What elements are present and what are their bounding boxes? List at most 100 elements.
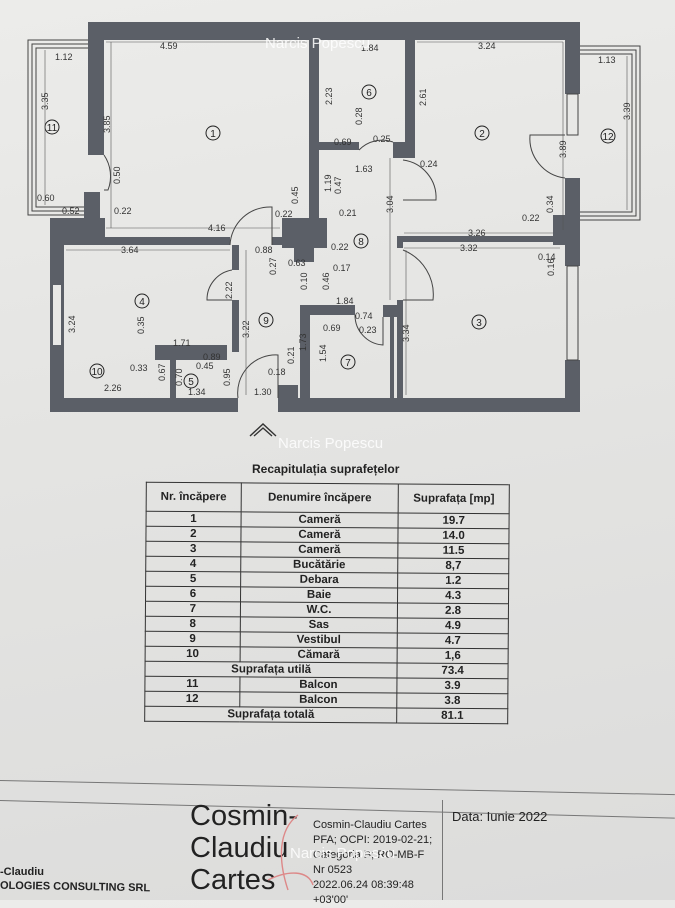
dimension-label: 0.52 xyxy=(62,206,80,216)
table-title: Recapitulația suprafețelor xyxy=(252,462,400,476)
dimension-label: 0.22 xyxy=(275,209,293,219)
dimension-label: 0.22 xyxy=(522,213,540,223)
dimension-label: 1.71 xyxy=(173,338,191,348)
svg-text:2: 2 xyxy=(479,129,485,140)
dimension-label: 0.50 xyxy=(112,166,122,184)
dimension-label: 0.34 xyxy=(545,195,555,213)
svg-text:10: 10 xyxy=(91,367,103,378)
svg-text:6: 6 xyxy=(366,88,372,99)
dimension-label: 0.27 xyxy=(268,257,278,275)
dimension-labels: 4.59 1.12 3.35 3.85 0.50 0.60 0.52 0.22 … xyxy=(37,41,632,397)
dimension-label: 0.16 xyxy=(546,258,556,276)
dimension-label: 0.95 xyxy=(222,368,232,386)
room-1-label: 1 xyxy=(205,125,221,141)
watermark: Narcis Popescu xyxy=(265,35,370,52)
room-10-label: 10 xyxy=(89,363,105,379)
document-date: Data: Iunie 2022 xyxy=(452,809,548,824)
dimension-label: 1.34 xyxy=(188,387,206,397)
svg-text:12: 12 xyxy=(602,132,614,143)
dimension-label: 0.88 xyxy=(255,245,273,255)
dimension-label: 1.30 xyxy=(254,387,272,397)
room-12-label: 12 xyxy=(600,128,616,144)
svg-text:9: 9 xyxy=(263,316,269,327)
room-2-label: 2 xyxy=(474,125,490,141)
dimension-label: 2.22 xyxy=(224,281,234,299)
dimension-label: 1.13 xyxy=(598,55,616,65)
svg-text:1: 1 xyxy=(210,129,216,140)
dimension-label: 0.25 xyxy=(373,134,391,144)
watermark: Narcis Popescu xyxy=(290,845,396,862)
dimension-label: 4.16 xyxy=(208,223,226,233)
dimension-label: 3.04 xyxy=(385,195,395,213)
dimension-label: 0.63 xyxy=(288,258,306,268)
svg-text:8: 8 xyxy=(358,237,364,248)
dimension-label: 0.70 xyxy=(174,368,184,386)
watermark: Narcis Popescu xyxy=(278,435,383,452)
dimension-label: 0.60 xyxy=(37,193,55,203)
dimension-label: 1.73 xyxy=(298,333,308,351)
dimension-label: 0.22 xyxy=(331,242,349,252)
dimension-label: 0.23 xyxy=(359,325,377,335)
svg-text:7: 7 xyxy=(345,358,351,369)
dimension-label: 4.59 xyxy=(160,41,178,51)
dimension-label: 1.84 xyxy=(361,43,379,53)
room-4-label: 4 xyxy=(134,293,150,309)
header-area: Suprafața [mp] xyxy=(398,483,510,514)
header-room-number: Nr. încăpere xyxy=(146,482,242,512)
dimension-label: 1.84 xyxy=(336,296,354,306)
table-header-row: Nr. încăpere Denumire încăpere Suprafața… xyxy=(146,482,510,514)
dimension-label: 0.14 xyxy=(538,252,556,262)
dimension-label: 0.18 xyxy=(268,367,286,377)
digital-signature-details: Cosmin-Claudiu Cartes PFA; OCPI: 2019-02… xyxy=(313,819,433,906)
dimension-label: 3.89 xyxy=(558,140,568,158)
dimension-label: 0.74 xyxy=(355,311,373,321)
dimension-label: 3.32 xyxy=(460,243,478,253)
dimension-label: 0.89 xyxy=(203,352,221,362)
room-3-label: 3 xyxy=(471,314,487,330)
dimension-label: 0.21 xyxy=(339,208,357,218)
dimension-label: 3.26 xyxy=(468,228,486,238)
dimension-label: 2.61 xyxy=(418,88,428,106)
room-9-label: 9 xyxy=(258,312,274,328)
room-labels: 1 2 3 4 5 6 7 8 9 10 11 12 xyxy=(44,84,616,389)
dimension-label: 0.21 xyxy=(286,346,296,364)
dimension-label: 0.67 xyxy=(157,363,167,381)
company-name-line2: OLOGIES CONSULTING SRL xyxy=(0,879,151,895)
company-name-line1: -Claudiu xyxy=(0,866,44,878)
dimension-label: 3.39 xyxy=(622,102,632,120)
dimension-label: 3.34 xyxy=(401,324,411,342)
dimension-label: 0.69 xyxy=(334,137,352,147)
dimension-label: 2.23 xyxy=(324,87,334,105)
dimension-label: 1.12 xyxy=(55,52,73,62)
dimension-label: 1.19 xyxy=(323,174,333,192)
dimension-label: 3.24 xyxy=(67,315,77,333)
svg-text:4: 4 xyxy=(139,297,145,308)
dimension-label: 0.24 xyxy=(420,159,438,169)
dimension-label: 3.24 xyxy=(478,41,496,51)
svg-text:11: 11 xyxy=(47,123,58,134)
dimension-label: 3.64 xyxy=(121,245,139,255)
footer-divider xyxy=(0,800,675,819)
room-7-label: 7 xyxy=(340,354,356,370)
dimension-label: 3.85 xyxy=(102,115,112,133)
room-8-label: 8 xyxy=(353,233,369,249)
svg-text:5: 5 xyxy=(188,377,194,388)
balcony-11-outline xyxy=(27,39,88,216)
dimension-label: 0.35 xyxy=(136,316,146,334)
dimension-label: 3.22 xyxy=(241,320,251,338)
dimension-label: 0.22 xyxy=(114,206,132,216)
dimension-label: 0.28 xyxy=(354,107,364,125)
svg-text:3: 3 xyxy=(476,318,482,329)
room-6-label: 6 xyxy=(361,84,377,100)
floor-plan: 1 2 3 4 5 6 7 8 9 10 11 12 4.59 1.12 3.3… xyxy=(27,22,641,452)
dimension-label: 0.69 xyxy=(323,323,341,333)
footer-column-divider xyxy=(442,800,443,900)
walls xyxy=(50,22,580,412)
dimension-label: 1.63 xyxy=(355,164,373,174)
door-swings xyxy=(103,93,579,399)
dimension-label: 3.35 xyxy=(40,92,50,110)
dimension-label: 0.45 xyxy=(290,186,300,204)
entrance-arrow-icon xyxy=(249,423,277,437)
dimension-label: 0.47 xyxy=(333,176,343,194)
